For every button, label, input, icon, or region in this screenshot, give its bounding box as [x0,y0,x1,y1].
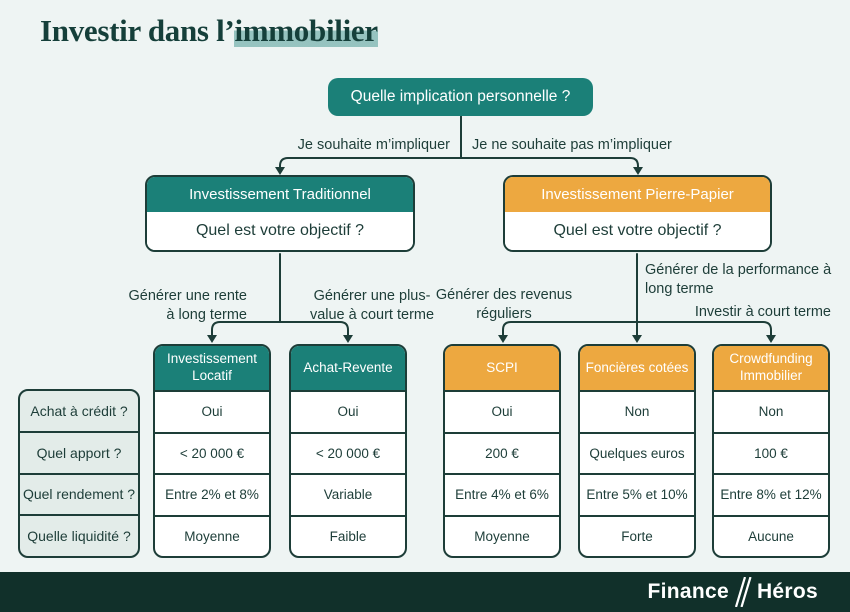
cell-locatif-achat-credit: Oui [155,390,269,432]
cell-foncieres-rendement: Entre 5% et 10% [580,473,694,515]
objective-label-plus-value-court-terme: Générer une plus-value à court terme [309,288,435,323]
cell-achat-revente-apport: < 20 000 € [291,431,405,474]
cell-achat-revente-rendement: Variable [291,473,405,515]
column-investissement-locatif: Investissement Locatif Oui < 20 000 € En… [153,344,271,558]
cell-achat-revente-liquidite: Faible [291,514,405,557]
column-achat-revente: Achat-Revente Oui < 20 000 € Variable Fa… [289,344,407,558]
branch-label-implication-yes: Je souhaite m’impliquer [297,137,450,153]
footer-bar: Finance Héros [0,572,850,612]
finance-heros-logo: Finance Héros [648,577,819,607]
column-header-scpi: SCPI [445,346,559,390]
node-pierre-papier-header: Investissement Pierre-Papier [505,177,770,212]
page-title: Investir dans l’immobilier [40,13,378,49]
cell-achat-revente-achat-credit: Oui [291,390,405,432]
node-traditionnel-question: Quel est votre objectif ? [147,212,413,250]
cell-foncieres-liquidite: Forte [580,514,694,557]
cell-crowdfunding-liquidite: Aucune [714,514,828,557]
column-foncieres-cotees: Foncières cotées Non Quelques euros Entr… [578,344,696,558]
column-header-investissement-locatif: Investissement Locatif [155,346,269,390]
column-header-foncieres-cotees: Foncières cotées [580,346,694,390]
objective-label-investir-court-terme: Investir à court terme [694,304,831,320]
cell-locatif-rendement: Entre 2% et 8% [155,473,269,515]
criteria-rendement: Quel rendement ? [20,472,138,515]
double-slash-icon [734,577,752,607]
cell-locatif-apport: < 20 000 € [155,431,269,474]
column-scpi: SCPI Oui 200 € Entre 4% et 6% Moyenne [443,344,561,558]
cell-locatif-liquidite: Moyenne [155,514,269,557]
node-investissement-traditionnel: Investissement Traditionnel Quel est vot… [145,175,415,252]
criteria-apport: Quel apport ? [20,430,138,473]
column-header-crowdfunding-immobilier: Crowdfunding Immobilier [714,346,828,390]
cell-crowdfunding-apport: 100 € [714,431,828,474]
criteria-achat-credit: Achat à crédit ? [30,402,128,419]
cell-crowdfunding-achat-credit: Non [714,390,828,432]
criteria-liquidite: Quelle liquidité ? [20,514,138,556]
node-investissement-pierre-papier: Investissement Pierre-Papier Quel est vo… [503,175,772,252]
title-prefix: Investir dans l’ [40,13,235,48]
objective-label-performance-long-terme: Générer de la performance à long terme [645,262,832,297]
objective-label-rente-long-terme: Générer une rente à long terme [128,288,248,323]
root-question-label: Quelle implication personnelle ? [350,88,571,105]
node-pierre-papier-question: Quel est votre objectif ? [505,212,770,250]
cell-foncieres-achat-credit: Non [580,390,694,432]
logo-text-heros: Héros [756,580,818,603]
cell-scpi-apport: 200 € [445,431,559,474]
criteria-row-labels: Achat à crédit ? Quel apport ? Quel rend… [18,389,140,558]
cell-scpi-achat-credit: Oui [445,390,559,432]
logo-text-finance: Finance [647,580,729,603]
cell-scpi-liquidite: Moyenne [445,514,559,557]
branch-label-implication-no: Je ne souhaite pas m’impliquer [472,137,672,153]
root-question-node: Quelle implication personnelle ? [328,78,593,116]
node-traditionnel-header: Investissement Traditionnel [147,177,413,212]
cell-crowdfunding-rendement: Entre 8% et 12% [714,473,828,515]
cell-foncieres-apport: Quelques euros [580,431,694,474]
column-header-achat-revente: Achat-Revente [291,346,405,390]
objective-label-revenus-reguliers: Générer des revenus réguliers [435,287,573,322]
title-highlighted-word: immobilier [234,13,378,48]
column-crowdfunding-immobilier: Crowdfunding Immobilier Non 100 € Entre … [712,344,830,558]
cell-scpi-rendement: Entre 4% et 6% [445,473,559,515]
